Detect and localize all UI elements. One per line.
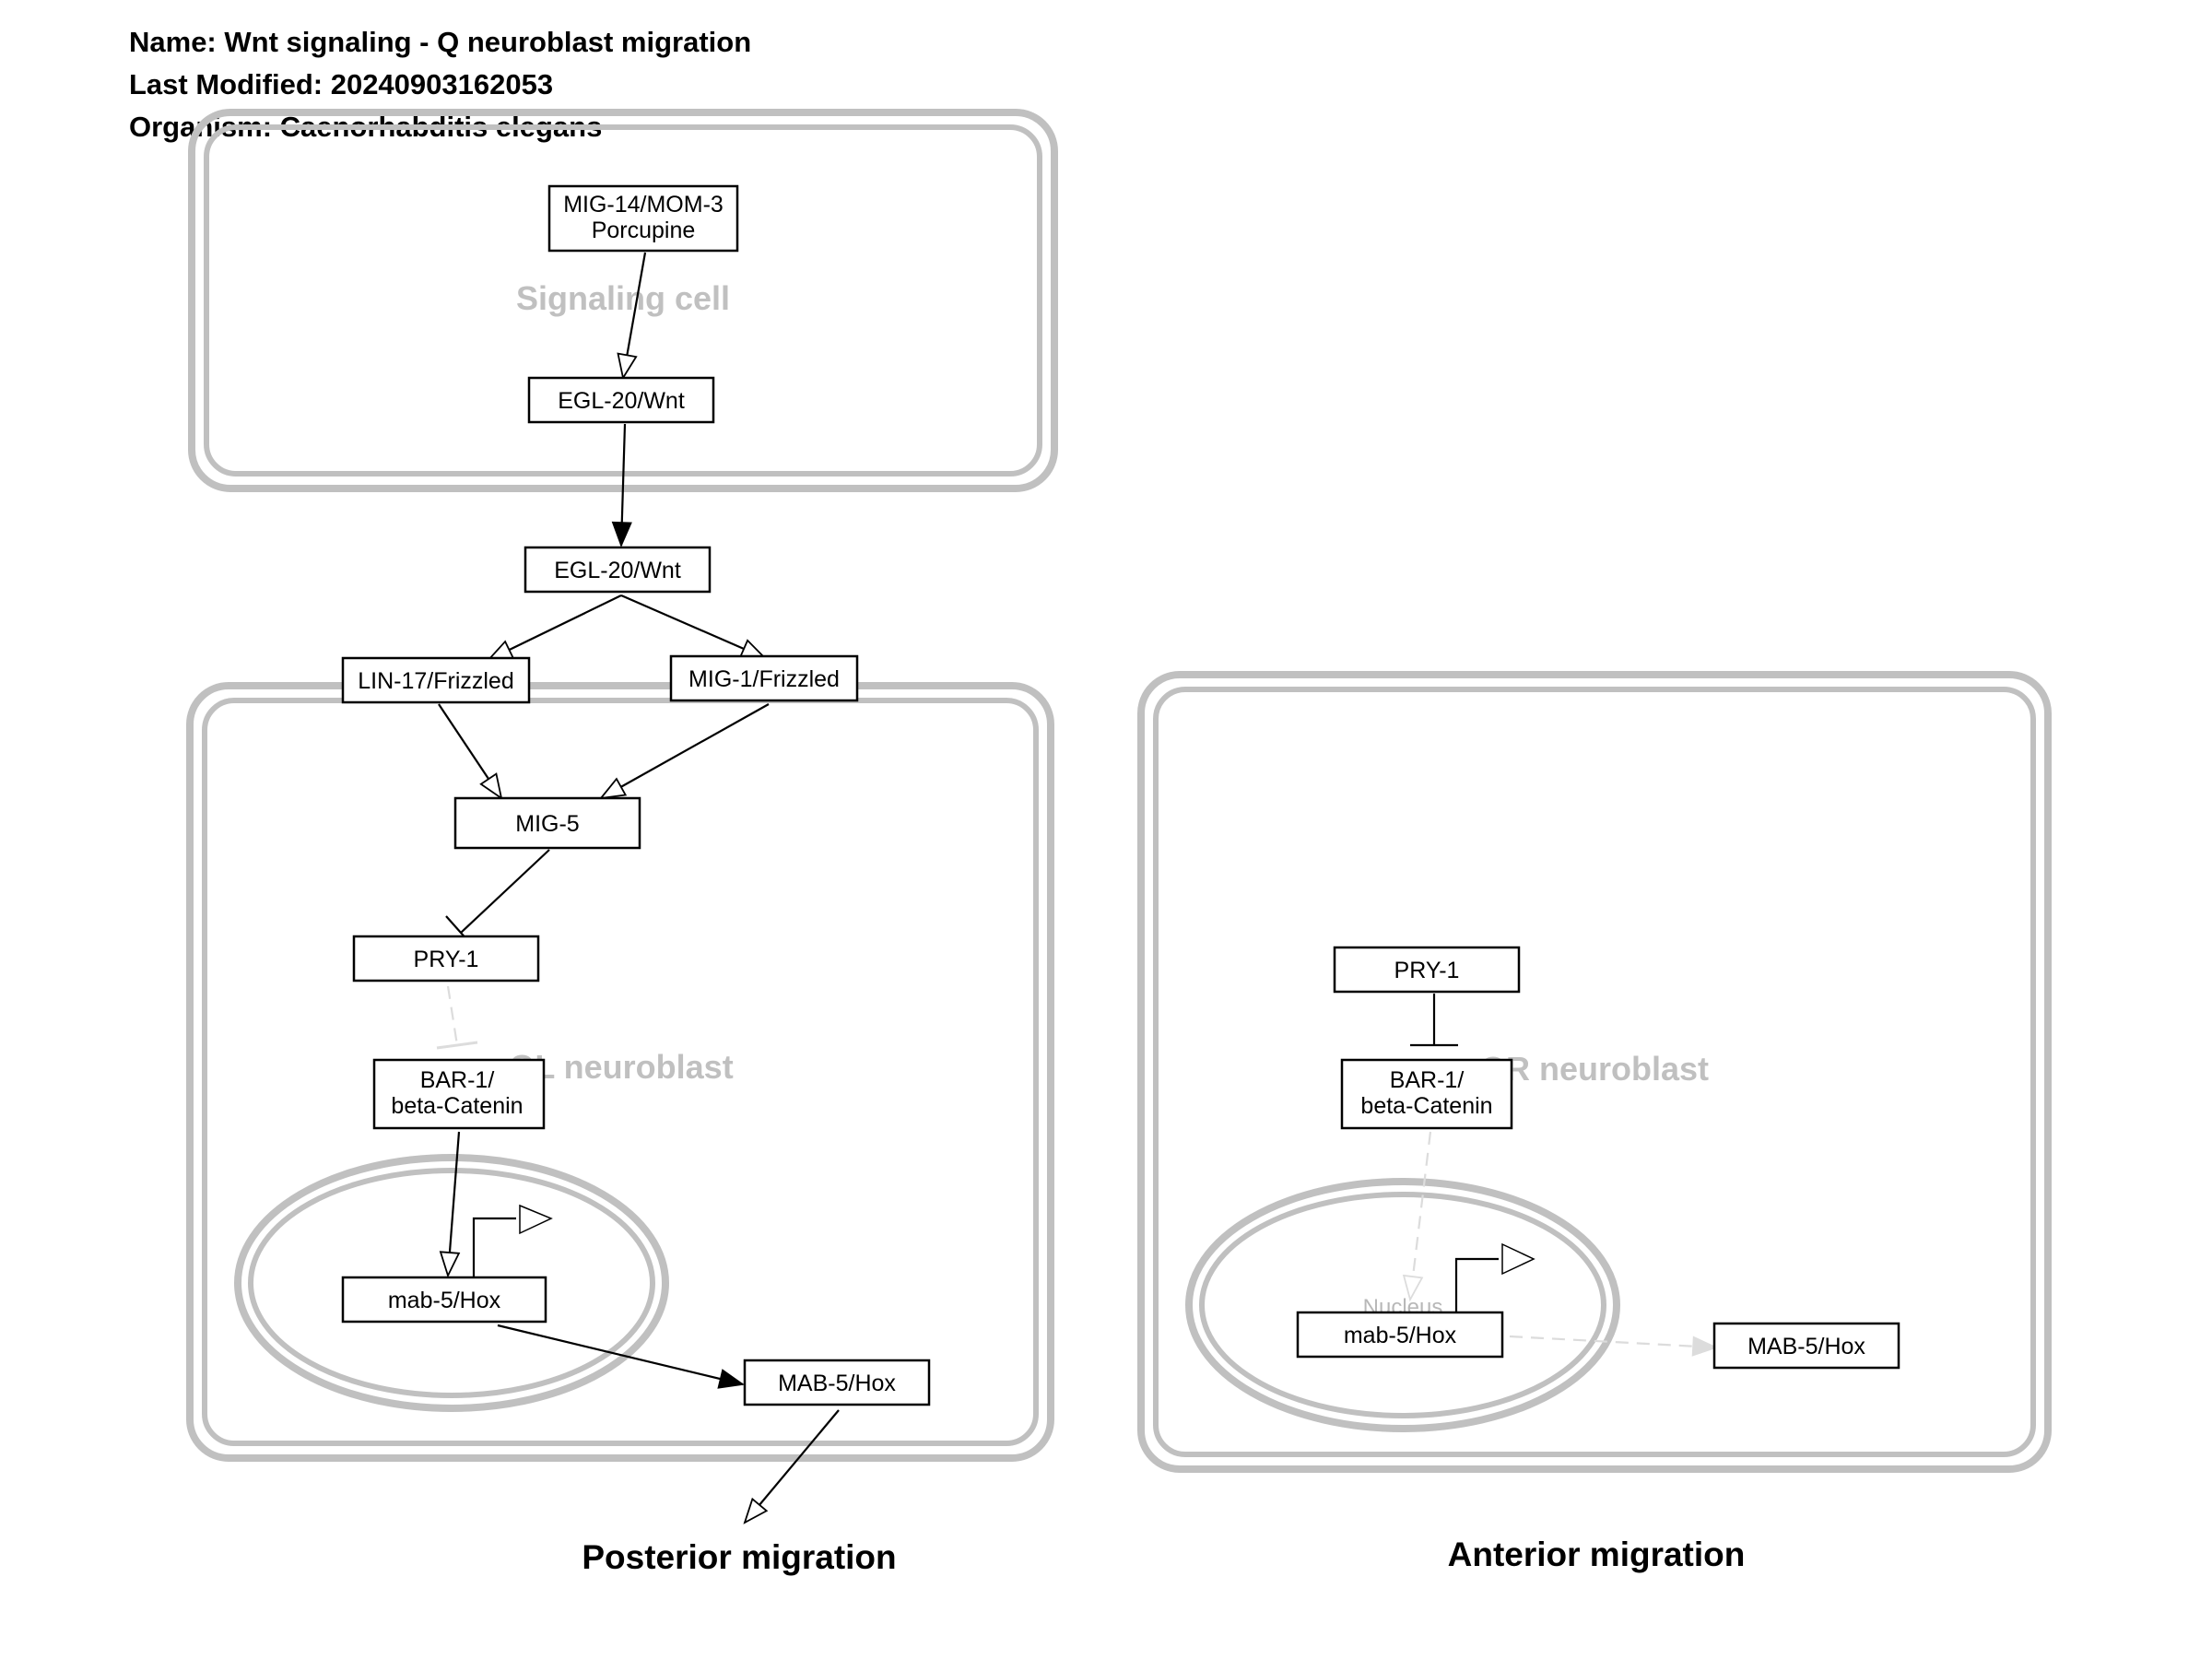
edge-mig1-to-mig5 [598,703,770,800]
pathway-name: Name: Wnt signaling - Q neuroblast migra… [129,26,751,58]
node-mab5-protein-left[interactable]: MAB-5/Hox [743,1359,931,1406]
node-lin17-frizzled[interactable]: LIN-17/Frizzled [341,656,531,704]
edge-bar1-to-mab5-left [439,1131,461,1278]
ql-neuroblast-label: QL neuroblast [509,1048,733,1086]
node-lin17-label: LIN-17/Frizzled [358,668,514,694]
qr-neuroblast-label: QR neuroblast [1480,1050,1709,1088]
node-mig1-frizzled[interactable]: MIG-1/Frizzled [669,654,859,702]
node-bar1-right[interactable]: BAR-1/ beta-Catenin [1340,1058,1513,1130]
transcription-mark-right [1454,1257,1499,1314]
node-mig14-porcupine[interactable]: MIG-14/MOM-3 Porcupine [547,184,739,253]
signaling-cell-compartment: Signaling cell [188,109,1058,492]
edge-pry1-inhibits-bar1-left [446,985,459,1046]
transcription-arrow-left [519,1204,553,1235]
nucleus-right: Nucleus [1185,1178,1620,1432]
node-bar1-left-label-line2: beta-Catenin [391,1093,523,1119]
node-mig14-label-line1: MIG-14/MOM-3 [563,192,724,218]
node-egl20-signaling-label: EGL-20/Wnt [558,388,685,414]
node-mab5-gene-left-label: mab-5/Hox [388,1288,501,1313]
node-bar1-left[interactable]: BAR-1/ beta-Catenin [372,1058,546,1130]
edge-wnt-to-mig1 [620,594,768,660]
edge-mab5-to-posterior-migration [743,1409,840,1524]
last-modified: Last Modified: 20240903162053 [129,68,553,100]
inhibition-bar-bar1-left [436,1041,478,1050]
nucleus-left [234,1154,669,1412]
ql-neuroblast-compartment: QL neuroblast [186,682,1054,1462]
node-mig1-label: MIG-1/Frizzled [688,666,840,692]
node-mab5-gene-left[interactable]: mab-5/Hox [341,1276,547,1324]
node-egl20-extracellular[interactable]: EGL-20/Wnt [524,546,712,594]
qr-neuroblast-compartment: QR neuroblast [1137,671,2052,1473]
node-mab5-gene-right[interactable]: mab-5/Hox [1296,1311,1504,1359]
transcription-mark-left [472,1217,516,1279]
node-mig14-label-line2: Porcupine [592,218,696,243]
edge-wnt-secretion [611,423,632,548]
signaling-cell-label: Signaling cell [516,279,730,317]
node-mab5-protein-left-label: MAB-5/Hox [778,1371,896,1396]
node-mab5-protein-right[interactable]: MAB-5/Hox [1712,1322,1900,1370]
anterior-migration-label: Anterior migration [1448,1535,1746,1573]
node-pry1-left-label: PRY-1 [414,947,479,972]
node-bar1-right-label-line2: beta-Catenin [1360,1093,1492,1119]
node-bar1-left-label-line1: BAR-1/ [420,1067,495,1093]
edge-mig5-inhibits-pry1 [460,849,550,934]
posterior-migration-label: Posterior migration [582,1538,896,1576]
node-bar1-right-label-line1: BAR-1/ [1390,1067,1465,1093]
edge-mab5-expression-right [1509,1335,1719,1357]
transcription-arrow-right [1501,1242,1535,1276]
node-egl20-extracellular-label: EGL-20/Wnt [554,558,681,583]
node-mab5-gene-right-label: mab-5/Hox [1344,1323,1457,1348]
edge-bar1-to-mab5-right [1402,1131,1432,1302]
interaction-edges [436,252,1719,1524]
node-pry1-right[interactable]: PRY-1 [1333,946,1521,994]
edge-wnt-to-lin17 [486,594,622,662]
node-pry1-right-label: PRY-1 [1394,958,1460,983]
edge-lin17-to-mig5 [438,703,503,801]
node-mab5-protein-right-label: MAB-5/Hox [1747,1334,1865,1359]
node-mig5-label: MIG-5 [515,811,579,837]
node-mig5[interactable]: MIG-5 [453,796,641,850]
edge-mab5-expression-left [497,1324,745,1389]
node-pry1-left[interactable]: PRY-1 [352,935,540,982]
edge-porcupine-to-wnt [617,252,647,381]
node-egl20-signaling[interactable]: EGL-20/Wnt [527,376,715,424]
